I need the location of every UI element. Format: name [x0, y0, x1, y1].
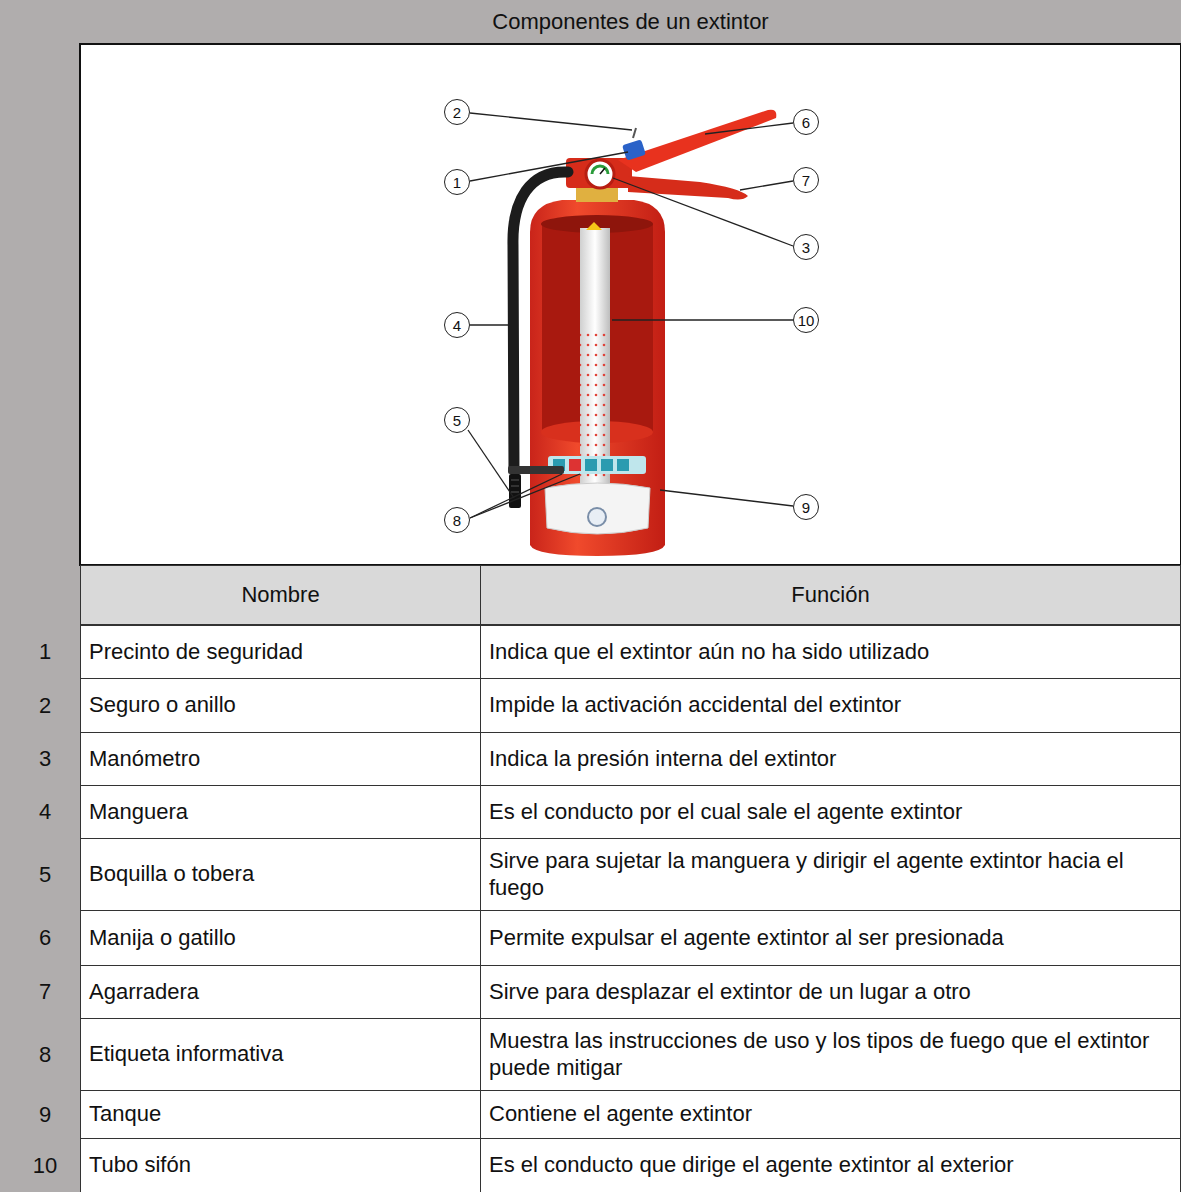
- table-header: Nombre: [80, 565, 481, 625]
- part-function: Indica que el extintor aún no ha sido ut…: [480, 625, 1181, 679]
- part-name: Tubo sifón: [80, 1138, 481, 1192]
- part-name: Manguera: [80, 785, 481, 839]
- part-function: Contiene el agente extintor: [480, 1090, 1181, 1139]
- part-function: Sirve para sujetar la manguera y dirigir…: [480, 838, 1181, 911]
- row-number: 7: [10, 965, 80, 1019]
- part-function: Permite expulsar el agente extintor al s…: [480, 910, 1181, 966]
- callout-number: 9: [793, 494, 819, 520]
- part-name: Etiqueta informativa: [80, 1018, 481, 1091]
- part-name: Seguro o anillo: [80, 678, 481, 733]
- part-function: Sirve para desplazar el extintor de un l…: [480, 965, 1181, 1019]
- part-name: Boquilla o tobera: [80, 838, 481, 911]
- callout-number: 5: [444, 407, 470, 433]
- row-number: 3: [10, 732, 80, 786]
- row-number: 4: [10, 785, 80, 839]
- part-name: Precinto de seguridad: [80, 625, 481, 679]
- callout-number: 6: [793, 109, 819, 135]
- part-name: Tanque: [80, 1090, 481, 1139]
- callout-number: 10: [793, 307, 819, 333]
- part-function: Indica la presión interna del extintor: [480, 732, 1181, 786]
- part-function: Impide la activación accidental del exti…: [480, 678, 1181, 733]
- callout-number: 7: [793, 167, 819, 193]
- row-number: 10: [10, 1138, 80, 1192]
- row-number: 6: [10, 910, 80, 966]
- part-name: Agarradera: [80, 965, 481, 1019]
- part-function: Es el conducto por el cual sale el agent…: [480, 785, 1181, 839]
- part-function: Muestra las instrucciones de uso y los t…: [480, 1018, 1181, 1091]
- callout-number: 4: [444, 312, 470, 338]
- part-function: Es el conducto que dirige el agente exti…: [480, 1138, 1181, 1192]
- page-title: Componentes de un extintor: [80, 0, 1181, 44]
- row-number: 2: [10, 678, 80, 733]
- part-name: Manómetro: [80, 732, 481, 786]
- callout-number: 3: [793, 234, 819, 260]
- part-name: Manija o gatillo: [80, 910, 481, 966]
- callout-number: 1: [444, 169, 470, 195]
- row-number: 9: [10, 1090, 80, 1139]
- row-number: 5: [10, 838, 80, 911]
- row-number: 8: [10, 1018, 80, 1091]
- table-header: Función: [480, 565, 1181, 625]
- callout-number: 8: [444, 507, 470, 533]
- callout-number: 2: [444, 99, 470, 125]
- row-number: 1: [10, 625, 80, 679]
